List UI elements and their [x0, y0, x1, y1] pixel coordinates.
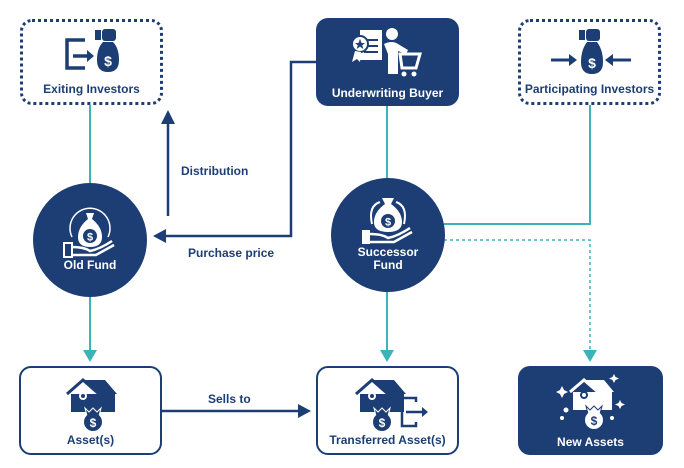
arrowhead-new — [583, 350, 597, 362]
arrowhead-assets — [83, 350, 97, 362]
edge-label-distribution: Distribution — [181, 164, 249, 178]
edge-purchase-price — [166, 60, 316, 238]
node-label: Exiting Investors — [43, 82, 140, 96]
node-assets[interactable]: $ Asset(s) — [19, 366, 162, 455]
svg-text:$: $ — [385, 217, 391, 229]
node-label-line2: Fund — [373, 258, 403, 272]
exit-money-bag-icon: $ — [65, 29, 119, 72]
node-exiting-investors[interactable]: $ Exiting Investors — [20, 19, 163, 105]
node-new-assets[interactable]: $ New Assets — [518, 366, 663, 455]
edge-label-purchase-price: Purchase price — [188, 246, 275, 260]
svg-text:$: $ — [591, 414, 598, 428]
edge-successor-new — [444, 239, 591, 352]
house-money-bag-icon: $ — [66, 378, 117, 431]
node-participating-investors[interactable]: $ Participating Investors — [518, 19, 661, 105]
node-transferred-assets[interactable]: $ Transferred Asset(s) — [316, 366, 459, 455]
buyer-cart-certificate-icon — [351, 28, 422, 77]
svg-text:$: $ — [379, 416, 386, 430]
edge-participating-successor — [444, 104, 591, 225]
hand-money-bag-icon: $ — [362, 198, 413, 244]
node-label: Transferred Asset(s) — [329, 433, 446, 447]
arrowhead-distribution — [161, 110, 175, 124]
hand-money-bag-icon: $ — [63, 207, 115, 258]
svg-text:$: $ — [104, 53, 112, 69]
arrowhead-transferred — [380, 350, 394, 362]
node-label-line1: Successor — [357, 245, 419, 259]
svg-text:$: $ — [588, 55, 596, 71]
house-transfer-icon: $ — [355, 378, 428, 431]
edge-label-sells-to: Sells to — [208, 392, 251, 406]
node-successor-fund[interactable]: $ Successor Fund — [331, 178, 445, 292]
node-label: Underwriting Buyer — [331, 86, 444, 100]
node-old-fund[interactable]: $ Old Fund — [33, 183, 147, 297]
node-label: New Assets — [557, 435, 624, 449]
node-label: Old Fund — [63, 257, 117, 272]
node-label: Asset(s) — [66, 433, 115, 447]
node-label: Participating Investors — [524, 82, 655, 96]
svg-text:$: $ — [90, 416, 97, 430]
node-underwriting-buyer[interactable]: Underwriting Buyer — [316, 18, 459, 106]
house-sparkle-icon: $ — [556, 374, 625, 429]
arrowhead-sells-to — [298, 404, 311, 418]
money-bag-inflow-icon: $ — [551, 29, 631, 74]
svg-text:$: $ — [87, 231, 93, 243]
arrowhead-purchase-price — [153, 229, 166, 243]
